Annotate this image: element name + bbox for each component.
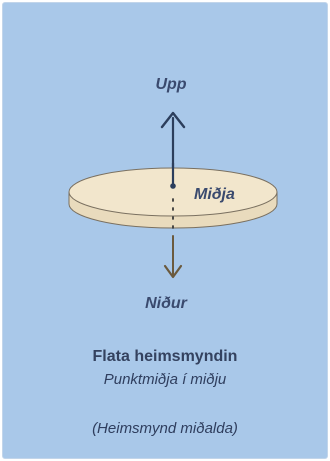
up-arrowhead bbox=[160, 111, 186, 129]
center-point bbox=[170, 183, 176, 189]
diagram-card: Upp Miðja Niður Flata heimsmyndin Punktm… bbox=[2, 2, 328, 459]
down-arrowhead bbox=[163, 264, 183, 279]
flat-world-diagram: Upp Miðja Niður bbox=[68, 76, 278, 312]
caption-subtitle: Punktmiðja í miðju bbox=[103, 371, 227, 388]
center-label: Miðja bbox=[194, 186, 235, 203]
down-label: Niður bbox=[145, 295, 188, 312]
caption-note: (Heimsmynd miðalda) bbox=[92, 420, 238, 437]
caption-title: Flata heimsmyndin bbox=[92, 348, 238, 365]
up-label: Upp bbox=[155, 76, 186, 93]
